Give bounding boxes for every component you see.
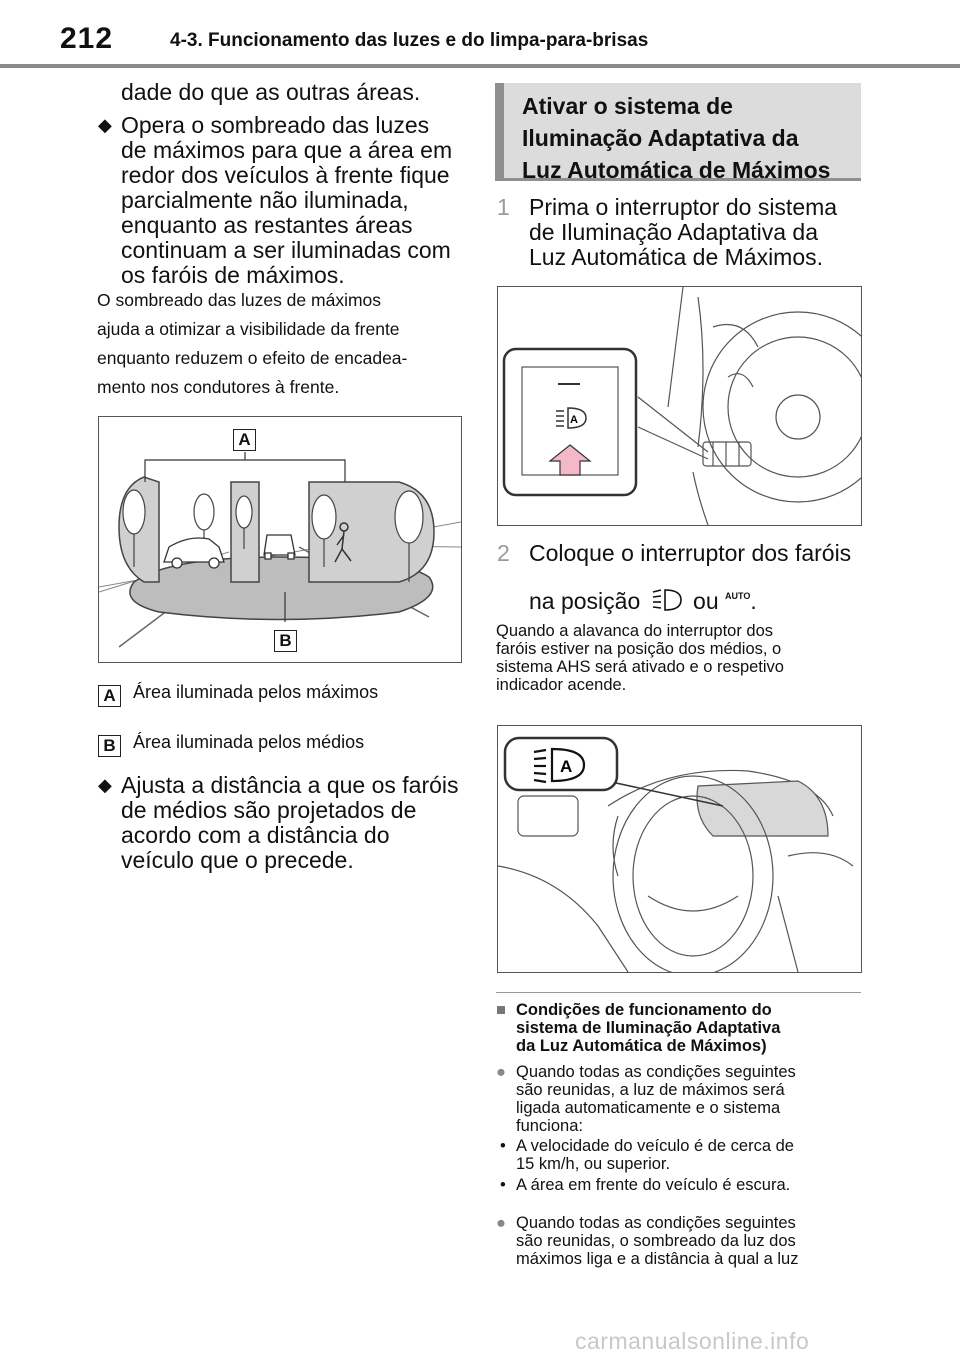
legend-b: B Área iluminada pelos médios (98, 732, 365, 757)
round-bullet-icon: ● (496, 1214, 506, 1232)
step-2-note: Quando a alavanca do interruptor dos far… (496, 622, 866, 694)
page-number: 212 (60, 22, 114, 55)
bullet-icon: ◆ (98, 115, 112, 135)
text-line: Coloque o interruptor dos faróis (529, 540, 852, 566)
text-fragment: ou (693, 588, 719, 614)
callout-b-label: B (274, 630, 297, 652)
text-line: acordo com a distância do (121, 822, 390, 848)
step-number: 1 (497, 194, 510, 220)
text-line: O sombreado das luzes de máximos (97, 290, 382, 310)
condition-1: ● Quando todas as condições seguintes sã… (496, 1063, 866, 1135)
text-fragment: na posição (529, 588, 641, 614)
auto-high-beam-icon (652, 589, 682, 611)
svg-text:A: A (570, 414, 578, 426)
auto-symbol: AUTO (725, 591, 751, 601)
legend-key-a: A (98, 685, 121, 707)
step-2: 2 Coloque o interruptor dos faróis na po… (497, 541, 867, 614)
text-line: veículo que o precede. (121, 847, 354, 873)
text-line: de máximos para que a área em (121, 137, 453, 163)
text-line: continuam a ser iluminadas com (121, 237, 451, 263)
text-line: de médios são projetados de (121, 797, 417, 823)
text-line: parcialmente não iluminada, (121, 187, 409, 213)
text-line: enquanto as restantes áreas (121, 212, 413, 238)
header-rule (0, 64, 960, 68)
text-line: Ajusta a distância a que os faróis (121, 772, 459, 798)
text-line: indicador acende. (496, 676, 627, 694)
heading-line: Luz Automática de Máximos (522, 157, 831, 183)
step-number: 2 (497, 540, 510, 566)
text-line: Quando a alavanca do interruptor dos (496, 622, 774, 640)
bullet-block-2: ◆ Ajusta a distância a que os faróis de … (98, 773, 478, 873)
text-line: os faróis de máximos. (121, 262, 345, 288)
text-line: ligada automaticamente e o sistema (516, 1099, 781, 1117)
text-line: redor dos veículos à frente fique (121, 162, 450, 188)
text-fragment: . (750, 588, 757, 614)
note-paragraph: O sombreado das luzes de máximos ajuda a… (97, 286, 407, 402)
text-line: mento nos condutores à frente. (97, 377, 340, 397)
bullet-icon: ◆ (98, 775, 112, 795)
watermark: carmanualsonline.info (575, 1328, 810, 1354)
running-header: 4-3. Funcionamento das luzes e do limpa-… (170, 30, 649, 51)
text-line: são reunidas, o sombreado da luz dos (516, 1232, 796, 1250)
ahs-switch-figure: A (497, 286, 894, 526)
text-line: de Iluminação Adaptativa da (529, 219, 818, 245)
legend-key-b: B (98, 735, 121, 757)
heading-line: da Luz Automática de Máximos) (516, 1037, 767, 1055)
callout-a-label: A (233, 429, 256, 451)
text-line: funciona: (516, 1117, 583, 1135)
text-line: faróis estiver na posição dos médios, o (496, 640, 782, 658)
step-1: 1 Prima o interruptor do sistema de Ilum… (497, 195, 867, 270)
legend-text-a: Área iluminada pelos máximos (133, 682, 379, 702)
text-line: máximos liga e a distância à qual a luz (516, 1250, 799, 1268)
heading-line: sistema de Iluminação Adaptativa (516, 1019, 781, 1037)
text-line: Opera o sombreado das luzes (121, 112, 430, 138)
heading-line: Ativar o sistema de (522, 93, 733, 119)
ahs-indicator-figure: A (497, 725, 862, 977)
text-line: ajuda a otimizar a visibilidade da frent… (97, 319, 400, 339)
heading-line: Condições de funcionamento do (516, 1001, 772, 1019)
text-line: são reunidas, a luz de máximos será (516, 1081, 785, 1099)
text-line: Luz Automática de Máximos. (529, 244, 824, 270)
conditions-heading: ■ Condições de funcionamento do sistema … (496, 1001, 866, 1055)
text-line: 15 km/h, ou superior. (516, 1155, 671, 1173)
svg-text:A: A (560, 757, 572, 776)
headlight-area-figure: A B (98, 416, 462, 663)
text-line: A velocidade do veículo é de cerca de (516, 1137, 794, 1155)
text-line: Prima o interruptor do sistema (529, 194, 838, 220)
square-bullet-icon: ■ (496, 1001, 506, 1019)
heading-line: Iluminação Adaptativa da (522, 125, 799, 151)
round-bullet-icon: ● (496, 1063, 506, 1081)
dashboard-switch-illustration: A (502, 286, 894, 526)
text-line: A área em frente do veículo é escura. (516, 1176, 791, 1194)
bullet-block-1: ◆ Opera o sombreado das luzes de máximos… (98, 113, 478, 288)
text-line: enquanto reduzem o efeito de encadea- (97, 348, 408, 368)
text-line-with-symbols: na posição ou AUTO. (529, 584, 851, 614)
condition-1-list: • A velocidade do veículo é de cerca de … (500, 1137, 870, 1194)
text-line: sistema AHS será ativado e o respetivo (496, 658, 784, 676)
subsection-rule (496, 992, 861, 993)
instrument-panel-illustration: A (497, 736, 854, 977)
text-line: Quando todas as condições seguintes (516, 1214, 796, 1232)
legend-a: A Área iluminada pelos máximos (98, 682, 379, 707)
road-scene-illustration (98, 452, 462, 648)
section-heading: Ativar o sistema de Iluminação Adaptativ… (495, 83, 861, 183)
continued-text: dade do que as outras áreas. (121, 79, 421, 105)
dot-bullet-icon: • (500, 1176, 506, 1194)
dot-bullet-icon: • (500, 1137, 506, 1155)
legend-text-b: Área iluminada pelos médios (133, 732, 365, 752)
condition-2: ● Quando todas as condições seguintes sã… (496, 1214, 866, 1268)
text-line: Quando todas as condições seguintes (516, 1063, 796, 1081)
